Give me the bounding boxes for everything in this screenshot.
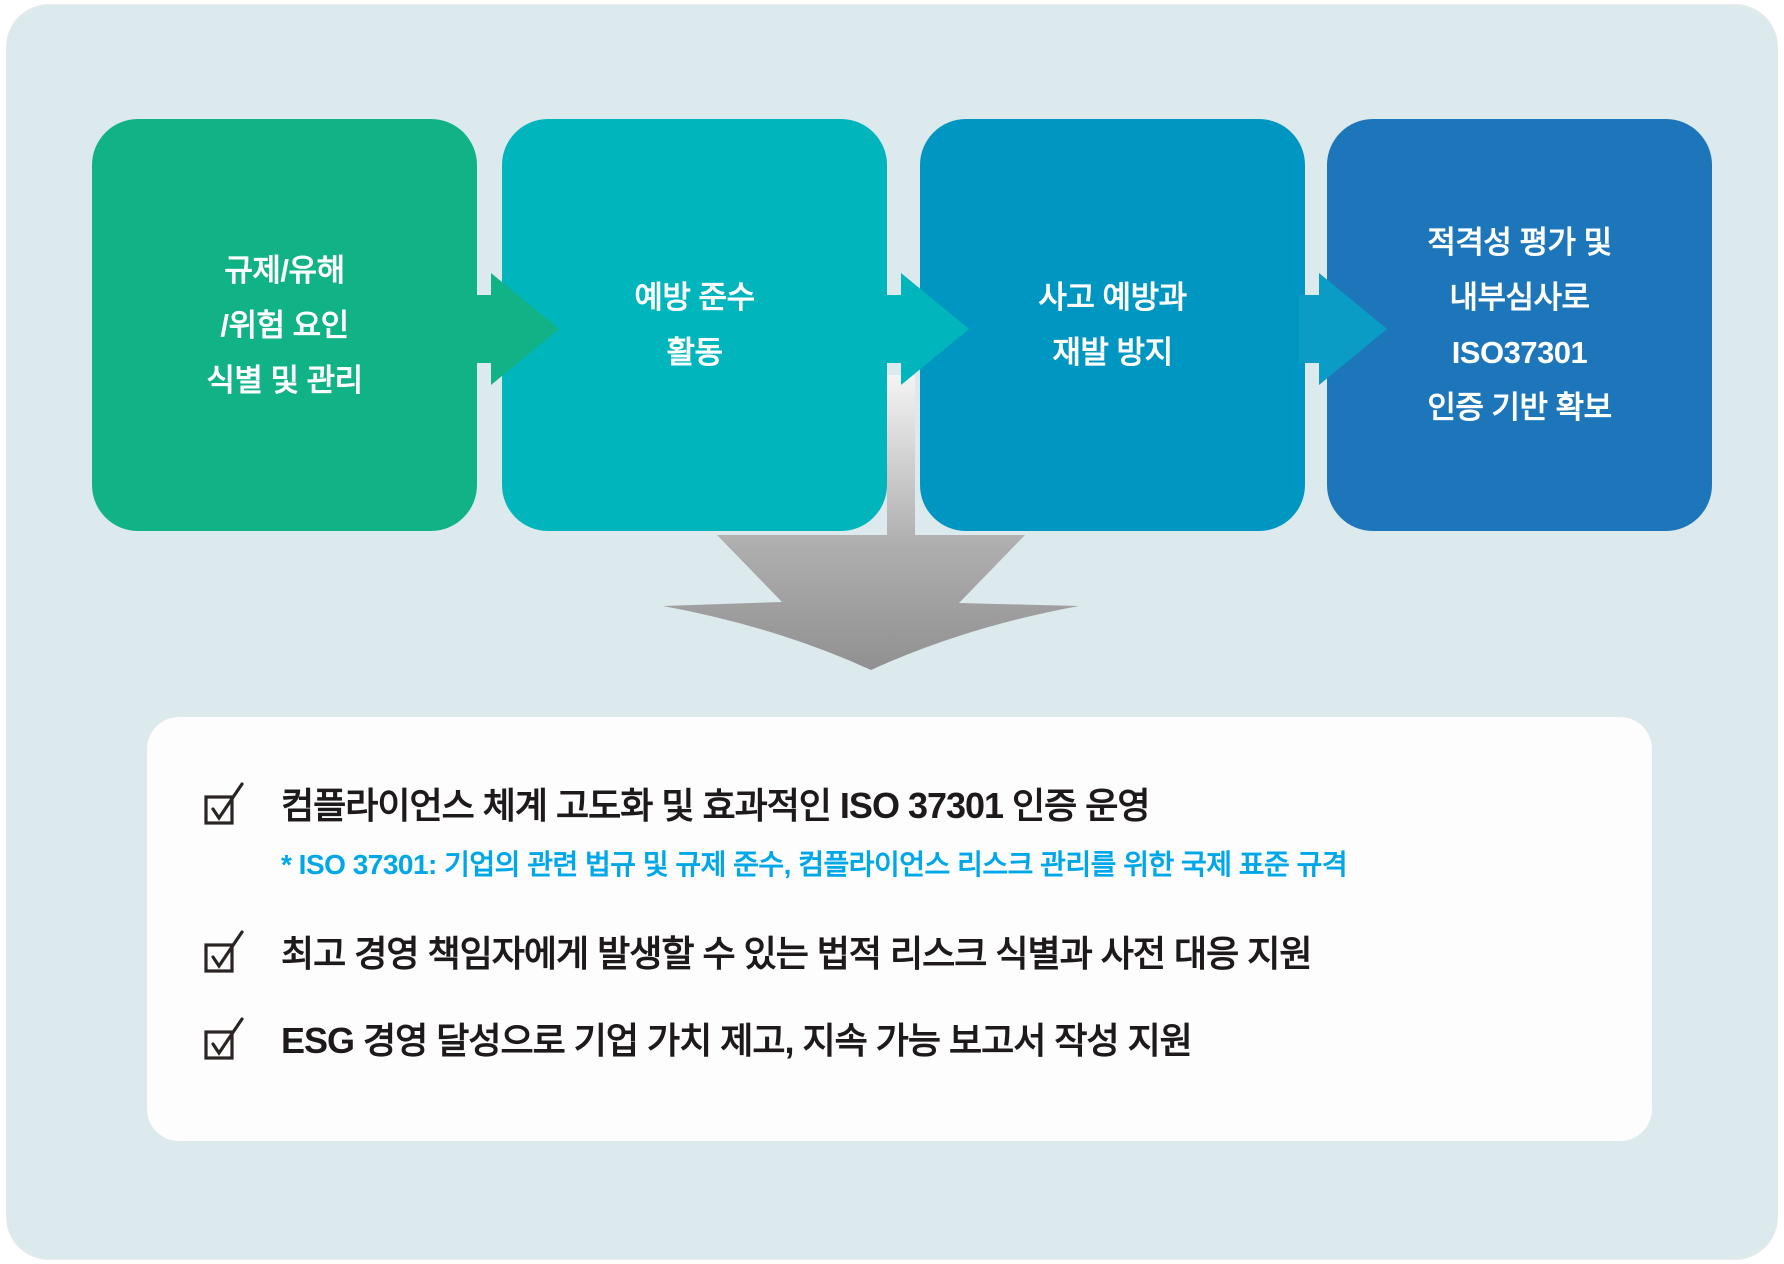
down-arrow-icon	[663, 375, 1079, 670]
flow-step-3: 사고 예방과 재발 방지	[920, 119, 1305, 531]
infographic-canvas: 규제/유해 /위험 요인 식별 및 관리 예방 준수 활동 사고 예방과 재발 …	[7, 5, 1777, 1259]
flow-step-4: 적격성 평가 및 내부심사로 ISO37301 인증 기반 확보	[1327, 119, 1712, 531]
summary-item: ESG 경영 달성으로 기업 가치 제고, 지속 가능 보고서 작성 지원	[203, 1012, 1193, 1064]
summary-item: 최고 경영 책임자에게 발생할 수 있는 법적 리스크 식별과 사전 대응 지원	[203, 925, 1313, 977]
summary-item-text: 최고 경영 책임자에게 발생할 수 있는 법적 리스크 식별과 사전 대응 지원	[281, 933, 1313, 974]
summary-item-text: 컴플라이언스 체계 고도화 및 효과적인 ISO 37301 인증 운영	[281, 785, 1151, 826]
right-arrow-icon	[881, 273, 969, 385]
checkbox-checked-icon	[204, 1017, 244, 1060]
down-arrow-stem	[887, 375, 915, 553]
summary-panel: 컴플라이언스 체계 고도화 및 효과적인 ISO 37301 인증 운영 * I…	[147, 717, 1652, 1141]
iso-note: * ISO 37301: 기업의 관련 법규 및 규제 준수, 컴플라이언스 리…	[281, 849, 1348, 880]
checkbox-checked-icon	[204, 930, 244, 973]
checkbox-checked-icon	[204, 782, 244, 825]
summary-item: 컴플라이언스 체계 고도화 및 효과적인 ISO 37301 인증 운영	[203, 777, 1151, 829]
right-arrow-icon	[471, 273, 559, 385]
down-arrow-head	[663, 535, 1079, 670]
flow-step-1: 규제/유해 /위험 요인 식별 및 관리	[92, 119, 477, 531]
right-arrow-icon	[1299, 273, 1387, 385]
flow-step-2: 예방 준수 활동	[502, 119, 887, 531]
summary-item-text: ESG 경영 달성으로 기업 가치 제고, 지속 가능 보고서 작성 지원	[281, 1020, 1193, 1061]
